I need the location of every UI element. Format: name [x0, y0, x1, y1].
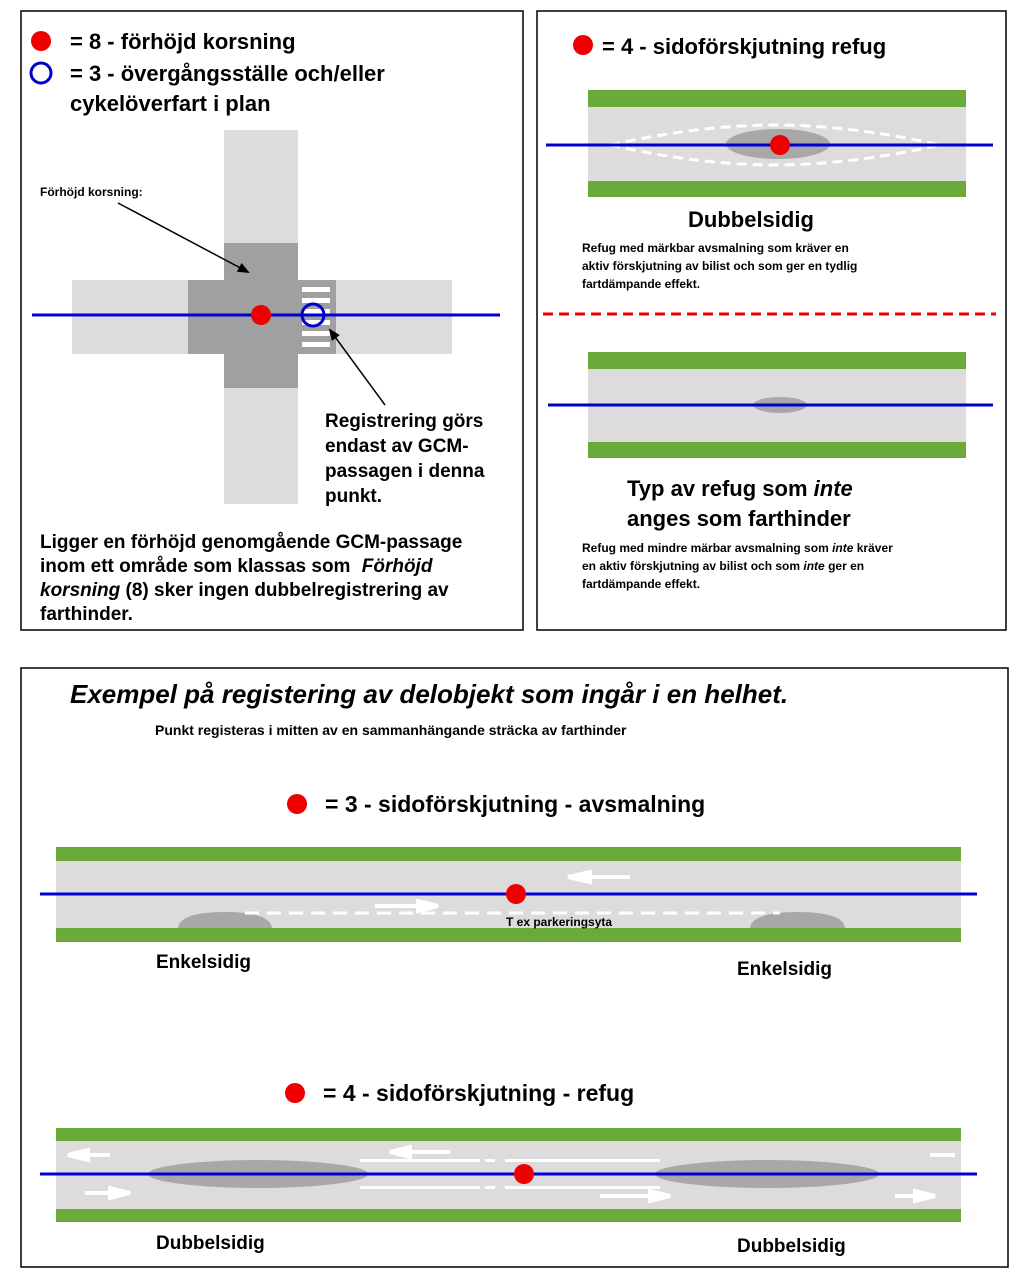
not-counted-desc-line2: en aktiv förskjutning av bilist och som …: [582, 559, 864, 573]
narrowing-arrow-right: [375, 898, 439, 914]
narrowing-marker: [506, 884, 526, 904]
intersection-note-line4: farthinder.: [40, 604, 133, 625]
parking-bay-left: [178, 912, 272, 928]
legend-crossing-line1: = 3 - övergångsställe och/eller: [70, 61, 385, 86]
narrowing-verge-top: [56, 847, 961, 861]
double-sided-desc-line3: fartdämpande effekt.: [582, 277, 700, 291]
crossing-pointer: [328, 328, 386, 406]
narrowing-verge-bottom: [56, 928, 961, 942]
refuge-example-verge-top: [56, 1128, 961, 1141]
narrowing-left-label: Enkelsidig: [156, 952, 251, 973]
narrowing-legend-dot-icon: [287, 794, 307, 814]
raised-intersection-pointer: [117, 202, 250, 273]
legend-raised-intersection: = 8 - förhöjd korsning: [70, 29, 296, 54]
refuge-right-label: Dubbelsidig: [737, 1236, 846, 1257]
intersection-note-line3: korsning (8) sker ingen dubbelregistreri…: [40, 580, 449, 601]
registration-note-line2: endast av GCM-: [325, 436, 469, 457]
refuge-arrow-right-mid: [600, 1188, 671, 1204]
verge-top-2: [588, 352, 966, 369]
not-counted-title-line2: anges som farthinder: [627, 506, 851, 531]
refuge-example-legend: = 4 - sidoförskjutning - refug: [323, 1080, 634, 1106]
parking-bay-right: [750, 912, 845, 928]
intersection-note-line1: Ligger en förhöjd genomgående GCM-passag…: [40, 532, 462, 553]
refuge-arrow-right-bottom-left: [85, 1185, 131, 1201]
registration-note-line1: Registrering görs: [325, 411, 483, 432]
legend-blue-circle-icon: [29, 61, 53, 85]
refuge-legend: = 4 - sidoförskjutning refug: [602, 34, 886, 59]
not-counted-title-line1: Typ av refug som inte: [627, 476, 853, 501]
raised-intersection-marker: [251, 305, 271, 325]
registration-note-line3: passagen i denna: [325, 461, 485, 482]
refuge-arrow-right-bottom-right: [895, 1188, 936, 1204]
parking-label: T ex parkeringsyta: [506, 915, 612, 929]
refuge-taper-markings: [609, 123, 941, 167]
examples-subtitle: Punkt registeras i mitten av en sammanhä…: [155, 722, 627, 738]
double-sided-title: Dubbelsidig: [688, 207, 814, 232]
examples-title: Exempel på registering av delobjekt som …: [70, 679, 788, 709]
refuge-arrow-left-top: [67, 1147, 110, 1163]
refuge-left-label: Dubbelsidig: [156, 1233, 265, 1254]
narrowing-legend: = 3 - sidoförskjutning - avsmalning: [325, 791, 705, 817]
refuge-example-verge-bottom: [56, 1209, 961, 1222]
double-sided-desc-line1: Refug med märkbar avsmalning som kräver …: [582, 241, 849, 255]
refuge-example-legend-dot-icon: [285, 1083, 305, 1103]
legend-red-dot-icon: [31, 31, 51, 51]
crossing-marker: [300, 302, 326, 328]
crosswalk-stripes: [302, 287, 330, 347]
crosswalk-base: [298, 280, 336, 354]
refuge-marker: [770, 135, 790, 155]
verge-top-1: [588, 90, 966, 107]
narrowing-right-label: Enkelsidig: [737, 959, 832, 980]
narrowing-arrow-left: [567, 869, 630, 885]
verge-bottom-1: [588, 181, 966, 197]
legend-crossing-line2: cykelöverfart i plan: [70, 91, 271, 116]
refuge-example-marker: [514, 1164, 534, 1184]
not-counted-desc-line3: fartdämpande effekt.: [582, 577, 700, 591]
refuge-legend-dot-icon: [573, 35, 593, 55]
intersection-note-line2: inom ett område som klassas som Förhöjd: [40, 556, 433, 577]
refuge-lane-markings: [360, 1159, 660, 1189]
refuge-arrow-left-mid: [389, 1144, 450, 1160]
verge-bottom-2: [588, 442, 966, 458]
raised-intersection-label: Förhöjd korsning:: [40, 185, 143, 199]
double-sided-desc-line2: aktiv förskjutning av bilist och som ger…: [582, 259, 857, 273]
registration-note-line4: punkt.: [325, 486, 382, 507]
not-counted-desc-line1: Refug med mindre märbar avsmalning som i…: [582, 541, 893, 555]
